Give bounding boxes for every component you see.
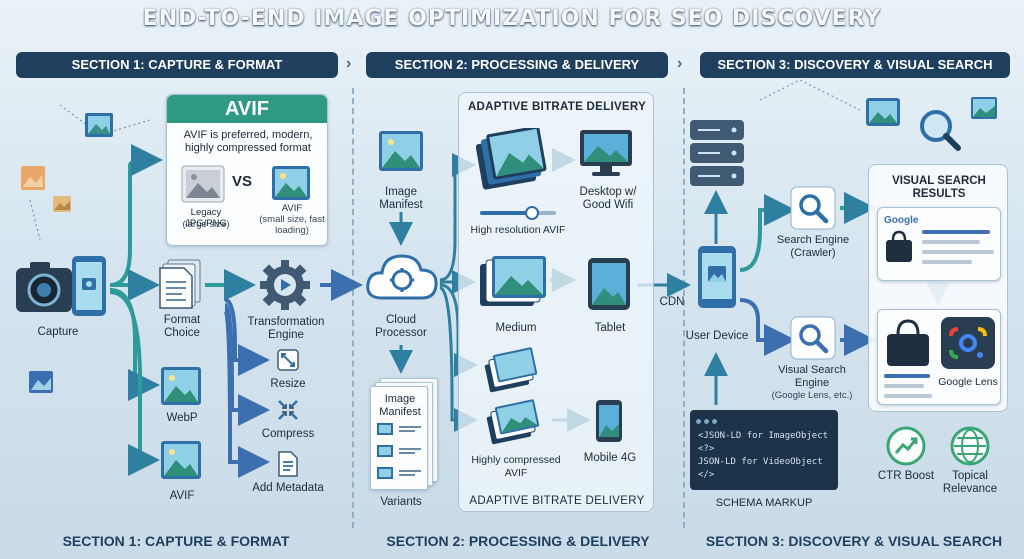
result-lines [922, 230, 994, 264]
gear-icon [260, 260, 310, 310]
floating-image-icon [866, 98, 900, 126]
resize-icon [277, 349, 299, 371]
google-label: Google [884, 215, 919, 226]
quality-slider [480, 206, 556, 220]
image-manifest-doc-label: Image Manifest [379, 393, 421, 418]
user-device-label: User Device [685, 330, 749, 342]
chevron-right-icon: › [346, 55, 352, 72]
highly-compressed-label: Highly compressed AVIF [471, 454, 561, 479]
section-divider [352, 88, 354, 528]
code-line: </> [698, 470, 715, 480]
add-metadata-label: Add Metadata [252, 482, 324, 494]
legacy-format-label: Legacy JPG/PNG [185, 207, 227, 229]
google-lens-result-card: Google Lens [877, 309, 1001, 405]
high-res-stack-icon [476, 128, 547, 190]
medium-label: Medium [495, 322, 537, 334]
avif-format-sub: (small size, fast loading) [259, 214, 325, 236]
webp-image-icon [161, 367, 201, 405]
schema-code-block: <JSON-LD for ImageObject <?> JSON-LD for… [690, 410, 838, 490]
topical-relevance-label: Topical Relevance [942, 470, 998, 495]
globe-icon [950, 426, 990, 466]
legacy-format-sub: (large size) [182, 219, 230, 230]
page-title: END-TO-END IMAGE OPTIMIZATION FOR SEO DI… [142, 6, 882, 31]
compress-icon [278, 400, 298, 420]
floating-image-icon [53, 196, 71, 212]
google-result-card: Google [877, 207, 1001, 281]
avif-bottom-image-icon [161, 441, 201, 479]
user-device-phone-icon [698, 246, 736, 308]
vs-label: VS [231, 173, 252, 190]
visual-search-icon [790, 316, 836, 360]
handbag-icon [886, 230, 912, 262]
high-res-label: High resolution AVIF [470, 224, 566, 236]
transformation-engine-label: Transformation Engine [247, 316, 325, 341]
server-stack-icon [690, 120, 744, 186]
floating-image-icon [29, 371, 53, 393]
code-line: <?> [698, 444, 715, 454]
avif-image-icon [272, 166, 310, 200]
image-manifest-icon [379, 131, 423, 171]
google-lens-icon [941, 317, 995, 369]
tablet-icon [588, 258, 630, 310]
adaptive-title: ADAPTIVE BITRATE DELIVERY [467, 101, 647, 113]
code-line: <JSON-LD for ImageObject [698, 431, 829, 441]
code-line: JSON-LD for VideoObject [698, 457, 823, 467]
section-divider [683, 88, 685, 528]
cdn-label: CDN [659, 296, 685, 308]
section-3-header: SECTION 3: DISCOVERY & VISUAL SEARCH [700, 52, 1010, 78]
resize-label: Resize [270, 378, 306, 390]
compressed-stack-icon [486, 399, 540, 445]
search-engine-icon [790, 186, 836, 230]
handbag-icon [887, 319, 929, 366]
search-engine-label: Search Engine (Crawler) [776, 234, 850, 259]
section-2-header: SECTION 2: PROCESSING & DELIVERY [366, 52, 668, 78]
schema-markup-label: SCHEMA MARKUP [715, 497, 813, 509]
magnifier-icon [920, 110, 961, 151]
medium-stack-icon [480, 256, 546, 306]
floating-image-icon [85, 113, 113, 137]
avif-card-title: AVIF [167, 95, 327, 123]
section-1-footer: SECTION 1: CAPTURE & FORMAT [62, 533, 290, 549]
ctr-boost-icon [886, 426, 926, 466]
floating-image-icon [971, 97, 997, 119]
section-3-footer: SECTION 3: DISCOVERY & VISUAL SEARCH [705, 533, 1003, 549]
variants-grid-icon [377, 423, 421, 479]
tablet-label: Tablet [594, 322, 626, 334]
avif-info-card: AVIF AVIF is preferred, modern, highly c… [166, 94, 328, 246]
camera-phone-icon [16, 256, 106, 316]
section-2-footer: SECTION 2: PROCESSING & DELIVERY [386, 533, 650, 549]
section-1-header: SECTION 1: CAPTURE & FORMAT [16, 52, 338, 78]
small-stack-icon [484, 347, 538, 393]
document-stack-icon [159, 259, 201, 309]
compress-label: Compress [261, 428, 315, 440]
floating-image-icon [21, 166, 45, 190]
format-choice-label: Format Choice [163, 314, 201, 339]
variants-label: Variants [380, 496, 422, 508]
visual-search-sub: (Google Lens, etc.) [771, 390, 853, 401]
chevron-right-icon: › [677, 55, 683, 72]
capture-label: Capture [37, 326, 79, 338]
avif-description: AVIF is preferred, modern, highly compre… [183, 129, 313, 154]
ctr-boost-label: CTR Boost [877, 470, 935, 482]
result-lines [884, 374, 932, 398]
cloud-processor-label: Cloud Processor [375, 314, 427, 339]
avif-format-label: AVIF [281, 203, 303, 214]
adaptive-bottom-title: ADAPTIVE BITRATE DELIVERY [469, 495, 645, 507]
results-title: VISUAL SEARCH RESULTS [892, 175, 986, 200]
window-dots [696, 416, 720, 429]
metadata-document-icon [278, 451, 298, 477]
visual-search-engine-label: Visual Search Engine [778, 364, 846, 389]
desktop-monitor-icon [580, 130, 632, 176]
legacy-image-icon [181, 165, 225, 203]
desktop-label: Desktop w/ Good Wifi [579, 186, 637, 211]
mobile-label: Mobile 4G [583, 452, 637, 464]
cloud-icon [366, 254, 438, 300]
google-lens-label: Google Lens [938, 376, 998, 388]
image-manifest-top-label: Image Manifest [379, 186, 423, 211]
webp-label: WebP [166, 412, 198, 424]
mobile-phone-icon [596, 400, 622, 442]
avif-bottom-label: AVIF [169, 490, 195, 502]
visual-search-results-panel: VISUAL SEARCH RESULTS Google Google Lens [868, 164, 1008, 412]
